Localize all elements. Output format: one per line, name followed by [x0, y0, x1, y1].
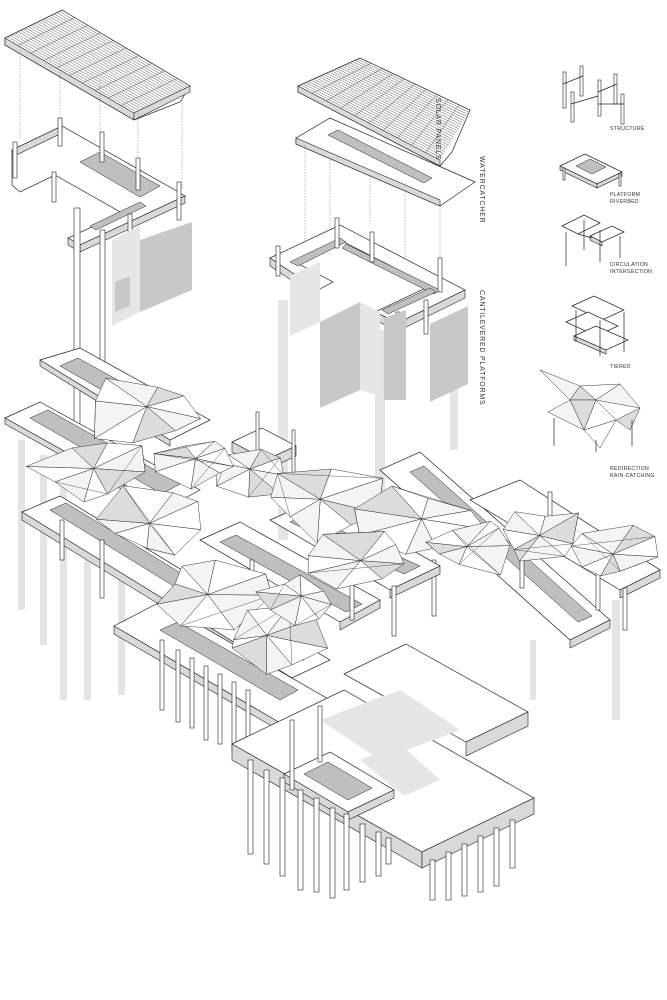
canopy-facet: [146, 395, 202, 419]
canopy-crease: [620, 556, 659, 572]
canopy-crease: [156, 583, 176, 605]
canopy-crease: [459, 527, 500, 565]
base-column: [313, 797, 320, 893]
canopy-crease: [175, 418, 201, 431]
legend-platform-label-1: PLATFORM: [610, 192, 640, 198]
canopy-crease: [122, 485, 175, 556]
canopy-crease: [180, 594, 273, 627]
center-solar-panel-mesh: [297, 57, 471, 167]
base-column: [493, 827, 500, 887]
legend: STRUCTURE PLATFORM RIVERBED CIRCULATION …: [539, 65, 655, 479]
legend-platform-riverbed-icon: [559, 153, 623, 189]
label-cantilevered-platforms: CANTILEVERED PLATFORMS: [478, 290, 485, 406]
base-columns: [247, 759, 516, 901]
canopy-crease: [270, 584, 285, 610]
base-column: [477, 835, 484, 893]
left-mesh-grid: [7, 11, 188, 112]
canopy-crease: [277, 473, 383, 479]
canopy-crease: [141, 445, 146, 472]
canopy-crease: [513, 543, 573, 550]
base-column: [461, 843, 468, 897]
canopy-facet: [612, 536, 659, 558]
legend-circulation-label-1: CIRCULATION: [610, 262, 648, 268]
canopy-facet: [301, 590, 332, 605]
canopy-crease: [190, 448, 225, 490]
legend-circulation-label-2: INTERSECTION: [610, 269, 652, 275]
canopy-facet: [248, 457, 284, 476]
canopy-facet: [194, 447, 234, 467]
canopy-crease: [322, 531, 385, 535]
canopy-crease: [572, 512, 579, 544]
vertical-labels: SOLAR PANELS WATERCATCHER CANTILEVERED P…: [434, 98, 485, 406]
label-watercatcher: WATERCATCHER: [478, 156, 485, 223]
base-column: [329, 807, 336, 899]
canopy-crease: [107, 445, 142, 495]
legend-platform-label-2: RIVERBED: [610, 199, 639, 205]
canopy-crease: [146, 548, 175, 556]
canopy-crease: [260, 449, 284, 476]
canopy-crease: [513, 549, 565, 557]
canopy-crease: [452, 530, 501, 576]
canopy-facet: [421, 510, 486, 530]
base-column: [385, 837, 392, 865]
legend-redirection-label-2: RAIN-CATCHING: [610, 473, 655, 479]
front-columns: [159, 639, 251, 751]
legend-circulation-icon: [561, 214, 625, 266]
base-column: [359, 823, 366, 883]
front-column: [159, 639, 165, 711]
base-column: [509, 819, 516, 869]
canopy-crease: [581, 533, 621, 572]
left-stack: [4, 9, 192, 441]
legend-structure-label: STRUCTURE: [610, 126, 645, 132]
main-assembly: [4, 347, 661, 901]
center-stack: [269, 57, 476, 408]
base-column: [279, 777, 286, 877]
base-column: [343, 813, 350, 891]
base-column: [297, 789, 304, 891]
canopy-crease: [299, 574, 324, 592]
legend-structure-icon: [562, 65, 625, 125]
canopy-crease: [571, 536, 655, 547]
left-solar-panel-mesh: [4, 9, 191, 121]
front-column: [189, 657, 195, 729]
canopy-facet: [360, 544, 405, 564]
canopy-crease: [294, 604, 332, 626]
canopy-crease: [153, 453, 234, 467]
canopy-crease: [153, 441, 215, 454]
legend-tiered-icon: [565, 295, 629, 356]
center-mesh-grid: [300, 58, 469, 159]
canopy-crease: [94, 400, 96, 439]
front-column: [217, 673, 223, 745]
base-column: [247, 759, 254, 855]
canopy-crease: [425, 542, 440, 555]
legend-tiered-label: TIERED: [610, 364, 631, 370]
legend-redirection-label-1: REDIRECTION: [610, 466, 649, 472]
front-column: [203, 665, 209, 741]
front-column: [175, 649, 181, 723]
canopy-crease: [391, 485, 471, 511]
base-column: [445, 851, 452, 901]
canopy-facet: [265, 617, 329, 649]
label-solar-panels: SOLAR PANELS: [434, 98, 441, 160]
canopy-crease: [248, 457, 281, 498]
canopy-facet: [466, 527, 511, 547]
base-column: [429, 859, 436, 901]
canopy-crease: [277, 473, 291, 517]
legend-redirection-icon: [539, 369, 641, 452]
origami-canopy: [26, 377, 659, 675]
canopy-crease: [54, 481, 108, 495]
canopy-facet: [148, 501, 202, 530]
canopy-crease: [308, 563, 405, 574]
base-column: [263, 769, 270, 865]
base-column: [375, 831, 382, 877]
front-column: [231, 681, 237, 751]
canopy-crease: [354, 508, 360, 536]
